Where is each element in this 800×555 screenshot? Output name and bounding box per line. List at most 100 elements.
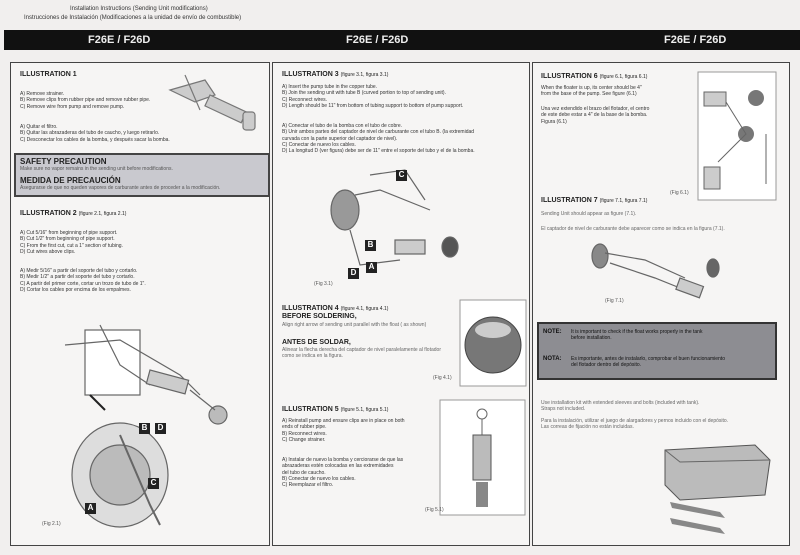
label-a: A bbox=[366, 262, 377, 273]
step: A) Reinstall pump and ensure clips are i… bbox=[282, 418, 405, 424]
ill7-title-text: ILLUSTRATION 7 bbox=[541, 197, 598, 204]
sending-unit-illustration-2 bbox=[64, 324, 228, 528]
step: C) Change strainer. bbox=[282, 436, 326, 443]
ill5-title: ILLUSTRATION 5 (figure 5.1, figura 5.1) bbox=[282, 406, 388, 413]
ill6-title-text: ILLUSTRATION 6 bbox=[541, 73, 598, 80]
ill3-es: A) Conectar el tubo de la bomba con el t… bbox=[282, 123, 475, 154]
step: C) A partir del primer corte, cortar un … bbox=[20, 280, 146, 287]
step: A) Conectar el tubo de la bomba con el t… bbox=[282, 123, 403, 129]
pump-illustration-5 bbox=[439, 399, 526, 516]
step: A) Cut 5/16" from beginning of pipe supp… bbox=[20, 230, 118, 236]
fig-caption: (Fig 4.1) bbox=[433, 375, 452, 381]
step: B) Conectar de nuevo los cables. bbox=[282, 475, 356, 482]
step: B) Reconnect wires. bbox=[282, 430, 327, 437]
safety-text: Make sure no vapor remains in the sendin… bbox=[20, 166, 173, 172]
fig-caption: (Fig 3.1) bbox=[314, 281, 333, 287]
ill7-es: El captador de nivel de carburante debe … bbox=[541, 226, 725, 232]
line: como se indica en la figura. bbox=[282, 353, 343, 360]
step: C) Reconnect wires. bbox=[282, 96, 328, 103]
before-soldering: BEFORE SOLDERING, bbox=[282, 313, 357, 320]
safety-title: SAFETY PRECAUTION bbox=[20, 157, 107, 166]
fig-caption: (Fig 7.1) bbox=[605, 298, 624, 304]
step: B) Join the sending unit with tube B (cu… bbox=[282, 90, 446, 97]
line: from the base of the pump. See figure (6… bbox=[541, 91, 637, 98]
step: B) Remove clips from rubber pipe and rem… bbox=[20, 97, 151, 104]
sending-unit-illustration-7 bbox=[591, 243, 720, 299]
line: Para la instalación, utilizar el juego d… bbox=[541, 418, 729, 424]
step: C) Desconectar los cables de la bomba, y… bbox=[20, 136, 170, 143]
line: It is important to check if the float wo… bbox=[571, 329, 703, 335]
install-es: Para la instalación, utilizar el juego d… bbox=[541, 418, 728, 431]
step: C) Remove wire from pump and remove pump… bbox=[20, 103, 125, 110]
ill5-figs: (figure 5.1, figura 5.1) bbox=[340, 407, 389, 413]
step: A) Remove strainer. bbox=[20, 91, 65, 97]
step: A) Quitar el filtro. bbox=[20, 124, 58, 130]
fig-caption: (Fig 5.1) bbox=[425, 507, 444, 513]
nota-label: NOTA: bbox=[543, 356, 562, 362]
ill7-title: ILLUSTRATION 7 (figure 7.1, figura 7.1) bbox=[541, 197, 647, 204]
ill4-figs: (figure 4.1, figura 4.1) bbox=[340, 306, 389, 312]
ill1-es: A) Quitar el filtro. B) Quitar las abraz… bbox=[20, 124, 170, 143]
ill4-title-text: ILLUSTRATION 4 bbox=[282, 305, 339, 312]
ill5-en: A) Reinstall pump and ensure clips are i… bbox=[282, 418, 405, 443]
label-c: C bbox=[148, 478, 159, 489]
ill2-title: ILLUSTRATION 2 (figure 2.1, figura 2.1) bbox=[20, 210, 126, 217]
step: curvada con la parte superior del captad… bbox=[282, 135, 398, 142]
step: del tubo de caucho. bbox=[282, 469, 326, 476]
step: D) La longitud D (ver figura) debe ser d… bbox=[282, 148, 475, 155]
step: ends of rubber pipe. bbox=[282, 424, 327, 431]
ill5-title-text: ILLUSTRATION 5 bbox=[282, 406, 339, 413]
line: Figura (6.1) bbox=[541, 118, 567, 125]
model-label: F26E / F26D bbox=[88, 34, 151, 46]
safety-title-es: MEDIDA DE PRECAUCIÓN bbox=[20, 176, 121, 185]
ill1-title: ILLUSTRATION 1 bbox=[20, 71, 77, 78]
antes-soldar: ANTES DE SOLDAR, bbox=[282, 339, 351, 346]
note-box: NOTE: It is important to check if the fl… bbox=[537, 322, 777, 380]
step: B) Quitar las abrazaderas del tubo de ca… bbox=[20, 130, 160, 137]
note-text: It is important to check if the float wo… bbox=[571, 329, 702, 341]
line: del flotador dentro del depósito. bbox=[571, 362, 642, 368]
ill5-es: A) Instalar de nuevo la bomba y cerciora… bbox=[282, 457, 403, 488]
header-line-en: Installation Instructions (Sending Unit … bbox=[70, 6, 208, 12]
step: B) Medir 1/2" a partir del soporte del t… bbox=[20, 274, 135, 281]
line: Alinear la flecha derecha del captador d… bbox=[282, 347, 441, 353]
line: before installation. bbox=[571, 335, 612, 341]
fuel-tank-illustration bbox=[664, 444, 771, 534]
note-label: NOTE: bbox=[543, 329, 562, 335]
ill3-title: ILLUSTRATION 3 (figure 3.1, figura 3.1) bbox=[282, 71, 388, 78]
step: A) Insert the pump tube in the copper tu… bbox=[282, 84, 378, 90]
step: C) Conectar de nuevo los cables. bbox=[282, 141, 356, 148]
ill6-title: ILLUSTRATION 6 (figure 6.1, figura 6.1) bbox=[541, 73, 647, 80]
step: C) From the first cut, cut a 1" section … bbox=[20, 242, 123, 249]
line: Use installation kit with extended sleev… bbox=[541, 400, 700, 406]
ill4-title: ILLUSTRATION 4 (figure 4.1, figura 4.1) bbox=[282, 305, 388, 312]
line: de este debe estar a 4" de la base de la… bbox=[541, 112, 648, 119]
line: Es importante, antes de instalarlo, comp… bbox=[571, 356, 725, 362]
ill2-title-text: ILLUSTRATION 2 bbox=[20, 210, 77, 217]
ill6-en: When the floater is up, its center shoul… bbox=[541, 85, 642, 98]
step: D) Cortar los cables por encima de los e… bbox=[20, 286, 131, 293]
model-band: F26E / F26D F26E / F26D F26E / F26D bbox=[4, 30, 800, 50]
label-b: B bbox=[365, 240, 376, 251]
line: Una vez extendido el brazo del flotador,… bbox=[541, 106, 650, 112]
label-a: A bbox=[85, 503, 96, 514]
safety-text-es: Asegurarse de que no queden vapores de c… bbox=[20, 185, 221, 191]
safety-precaution-box: SAFETY PRECAUTION Make sure no vapor rem… bbox=[14, 153, 270, 197]
line: Straps not included. bbox=[541, 406, 586, 413]
model-label: F26E / F26D bbox=[664, 34, 727, 46]
ill3-figs: (figure 3.1, figura 3.1) bbox=[340, 72, 389, 78]
ill6-es: Una vez extendido el brazo del flotador,… bbox=[541, 106, 649, 125]
step: B) Unir ambos partes del captador de niv… bbox=[282, 129, 475, 136]
fig-caption: (Fig 6.1) bbox=[670, 190, 689, 196]
label-c: C bbox=[396, 170, 407, 181]
ill7-figs: (figure 7.1, figura 7.1) bbox=[599, 198, 648, 204]
step: D) Length should be 11" from bottom of t… bbox=[282, 102, 464, 109]
line: When the floater is up, its center shoul… bbox=[541, 85, 642, 91]
ill2-en: A) Cut 5/16" from beginning of pipe supp… bbox=[20, 230, 123, 255]
fig-caption: (Fig 2.1) bbox=[42, 521, 61, 527]
antes-text: Alinear la flecha derecha del captador d… bbox=[282, 347, 441, 360]
float-illustration-4 bbox=[459, 299, 527, 387]
ill6-figs: (figure 6.1, figura 6.1) bbox=[599, 74, 648, 80]
install-en: Use installation kit with extended sleev… bbox=[541, 400, 699, 413]
header-line-es: Instrucciones de Instalación (Modificaci… bbox=[24, 15, 242, 21]
